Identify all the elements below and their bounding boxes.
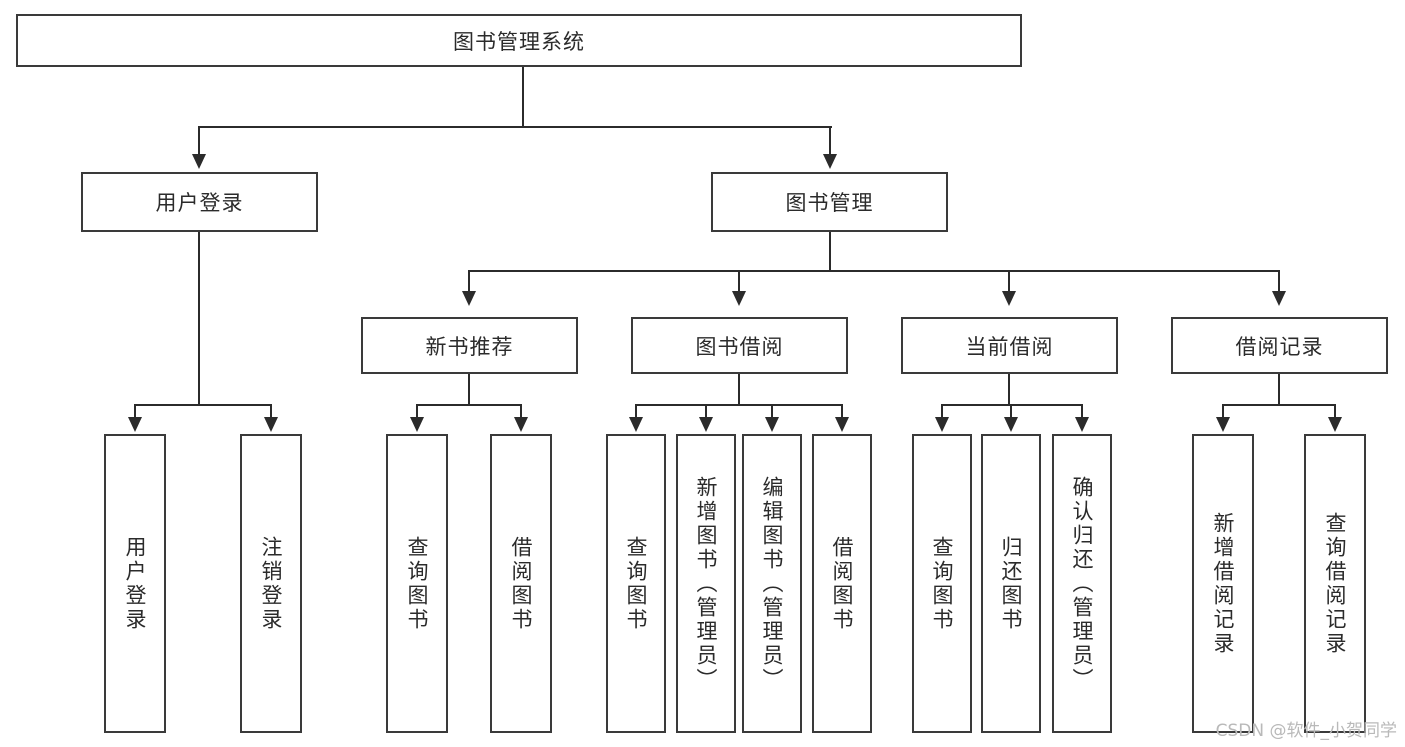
edge-book-manage-drop-1 — [468, 270, 470, 292]
leaf-record-2[interactable]: 查询借阅记录 — [1304, 434, 1366, 733]
leaf-record-1[interactable]: 新增借阅记录 — [1192, 434, 1254, 733]
edge-borrow-drop-1 — [635, 404, 637, 418]
leaf-borrow-1-label: 查询图书 — [624, 535, 649, 632]
edge-current-stem — [1008, 374, 1010, 405]
edge-book-manage-drop-2 — [738, 270, 740, 292]
node-user-login-label: 用户登录 — [155, 191, 244, 215]
leaf-recommend-1-label: 查询图书 — [405, 535, 430, 632]
edge-user-login-bus — [134, 404, 271, 406]
edge-record-drop-2 — [1334, 404, 1336, 418]
arrowhead-leaf-user-login-1 — [128, 417, 142, 432]
edge-borrow-bus — [635, 404, 843, 406]
leaf-borrow-2-label: 新增图书（管理员） — [694, 475, 719, 692]
arrowhead-new-book-recommend — [462, 291, 476, 306]
edge-book-manage-bus — [468, 270, 1280, 272]
edge-user-login-stem — [198, 232, 200, 405]
leaf-borrow-3[interactable]: 编辑图书（管理员） — [742, 434, 802, 733]
leaf-current-2-label: 归还图书 — [999, 535, 1024, 632]
edge-book-manage-stem — [829, 232, 831, 271]
edge-root-stem — [522, 67, 524, 127]
arrowhead-book-borrow — [732, 291, 746, 306]
node-new-book-recommend-label: 新书推荐 — [425, 334, 514, 359]
leaf-borrow-3-label: 编辑图书（管理员） — [760, 475, 785, 692]
leaf-user-login-1[interactable]: 用户登录 — [104, 434, 166, 733]
arrowhead-leaf-borrow-3 — [765, 417, 779, 432]
edge-borrow-drop-3 — [771, 404, 773, 418]
edge-book-manage-drop-4 — [1278, 270, 1280, 292]
leaf-user-login-1-label: 用户登录 — [123, 535, 148, 632]
leaf-record-1-label: 新增借阅记录 — [1211, 511, 1236, 656]
leaf-borrow-4-label: 借阅图书 — [830, 535, 855, 632]
edge-user-login-drop-1 — [134, 404, 136, 418]
arrowhead-leaf-record-2 — [1328, 417, 1342, 432]
leaf-current-1-label: 查询图书 — [930, 535, 955, 632]
edge-root-to-book-manage — [829, 126, 831, 156]
node-book-borrow-label: 图书借阅 — [695, 334, 784, 359]
arrowhead-user-login — [192, 154, 206, 169]
edge-record-drop-1 — [1222, 404, 1224, 418]
edge-recommend-bus — [416, 404, 522, 406]
edge-user-login-drop-2 — [270, 404, 272, 418]
edge-book-manage-drop-3 — [1008, 270, 1010, 292]
arrowhead-leaf-recommend-1 — [410, 417, 424, 432]
arrowhead-leaf-borrow-1 — [629, 417, 643, 432]
arrowhead-leaf-current-3 — [1075, 417, 1089, 432]
edge-record-bus — [1222, 404, 1336, 406]
node-current-borrow-label: 当前借阅 — [965, 334, 1054, 359]
arrowhead-leaf-borrow-2 — [699, 417, 713, 432]
node-book-manage[interactable]: 图书管理 — [711, 172, 948, 232]
leaf-user-login-2-label: 注销登录 — [259, 535, 284, 632]
edge-recommend-drop-1 — [416, 404, 418, 418]
arrowhead-leaf-recommend-2 — [514, 417, 528, 432]
arrowhead-leaf-borrow-4 — [835, 417, 849, 432]
edge-recommend-stem — [468, 374, 470, 405]
leaf-record-2-label: 查询借阅记录 — [1323, 511, 1348, 656]
node-root-label: 图书管理系统 — [453, 29, 585, 54]
leaf-current-1[interactable]: 查询图书 — [912, 434, 972, 733]
arrowhead-leaf-current-1 — [935, 417, 949, 432]
node-book-manage-label: 图书管理 — [785, 191, 874, 215]
node-borrow-record[interactable]: 借阅记录 — [1171, 317, 1388, 374]
leaf-user-login-2[interactable]: 注销登录 — [240, 434, 302, 733]
edge-current-bus — [941, 404, 1083, 406]
leaf-current-3[interactable]: 确认归还（管理员） — [1052, 434, 1112, 733]
node-book-borrow[interactable]: 图书借阅 — [631, 317, 848, 374]
leaf-recommend-2-label: 借阅图书 — [509, 535, 534, 632]
node-root[interactable]: 图书管理系统 — [16, 14, 1022, 67]
edge-root-to-user-login — [198, 126, 200, 156]
arrowhead-leaf-current-2 — [1004, 417, 1018, 432]
leaf-recommend-2[interactable]: 借阅图书 — [490, 434, 552, 733]
edge-borrow-drop-4 — [841, 404, 843, 418]
leaf-recommend-1[interactable]: 查询图书 — [386, 434, 448, 733]
arrowhead-book-manage — [823, 154, 837, 169]
edge-current-drop-1 — [941, 404, 943, 418]
node-user-login[interactable]: 用户登录 — [81, 172, 318, 232]
edge-borrow-stem — [738, 374, 740, 405]
edge-root-bus — [198, 126, 832, 128]
arrowhead-leaf-user-login-2 — [264, 417, 278, 432]
edge-current-drop-3 — [1081, 404, 1083, 418]
leaf-current-3-label: 确认归还（管理员） — [1070, 475, 1095, 692]
leaf-borrow-1[interactable]: 查询图书 — [606, 434, 666, 733]
node-new-book-recommend[interactable]: 新书推荐 — [361, 317, 578, 374]
edge-current-drop-2 — [1010, 404, 1012, 418]
arrowhead-current-borrow — [1002, 291, 1016, 306]
leaf-borrow-4[interactable]: 借阅图书 — [812, 434, 872, 733]
arrowhead-leaf-record-1 — [1216, 417, 1230, 432]
edge-record-stem — [1278, 374, 1280, 405]
edge-borrow-drop-2 — [705, 404, 707, 418]
watermark: CSDN @软件_小贺同学 — [1215, 721, 1397, 741]
node-borrow-record-label: 借阅记录 — [1235, 334, 1324, 359]
arrowhead-borrow-record — [1272, 291, 1286, 306]
edge-recommend-drop-2 — [520, 404, 522, 418]
leaf-borrow-2[interactable]: 新增图书（管理员） — [676, 434, 736, 733]
node-current-borrow[interactable]: 当前借阅 — [901, 317, 1118, 374]
leaf-current-2[interactable]: 归还图书 — [981, 434, 1041, 733]
